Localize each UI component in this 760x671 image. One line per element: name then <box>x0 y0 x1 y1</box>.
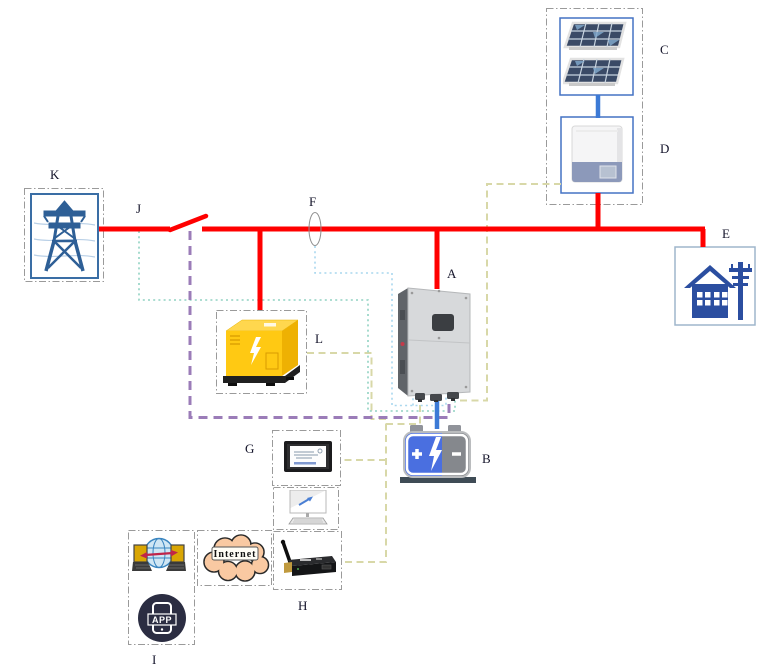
computer-outline-box <box>273 487 339 530</box>
comm-line-pv-inverter <box>457 183 561 402</box>
comm-line-inverter-stub <box>386 399 421 425</box>
label-pv-array: C <box>660 42 669 57</box>
grid-outline-box <box>24 188 104 282</box>
label-load: E <box>722 226 730 241</box>
label-data-logger: H <box>298 598 308 613</box>
label-pv-inverter: D <box>660 141 670 156</box>
lightning-bolt-icon <box>429 437 442 471</box>
generator-outline-box <box>216 310 307 394</box>
label-diesel-generator: L <box>315 331 323 346</box>
label-ct-sensor: F <box>309 194 317 209</box>
hmi-display-icon <box>284 441 332 472</box>
grid-tower-icon <box>34 200 95 272</box>
label-remote-monitoring: I <box>152 652 157 667</box>
internet-label: Internet <box>214 549 257 560</box>
monitoring-outline-box <box>128 530 195 645</box>
load-house-icon <box>684 262 752 320</box>
label-grid: K <box>50 167 60 182</box>
app-icon: APP <box>138 594 186 642</box>
pv-outline-box <box>546 8 643 205</box>
grid-signal-line <box>138 231 456 412</box>
lightning-bolt-icon <box>250 337 261 365</box>
generator-icon <box>223 319 300 386</box>
dc-power-lines <box>434 95 601 429</box>
laptop-keyboard-right <box>166 562 186 571</box>
label-hybrid-inverter: A <box>447 266 457 281</box>
panel-bottom <box>563 57 625 86</box>
battery-icon <box>400 425 476 483</box>
logger-outline-box <box>273 531 342 590</box>
label-hmi-display: G <box>245 441 255 456</box>
screen-content <box>294 448 323 459</box>
display-outline-box <box>272 430 341 486</box>
label-grid-switch: J <box>136 201 142 216</box>
outline-boxes <box>24 8 643 645</box>
antenna <box>281 540 292 564</box>
laptop-keyboard-left <box>132 562 152 571</box>
comm-lines <box>307 183 561 563</box>
transfer-arrow <box>144 551 174 557</box>
house-and-pole <box>684 262 752 320</box>
hybrid-inverter-icon <box>398 287 471 402</box>
app-label: APP <box>152 615 172 625</box>
screws <box>410 289 468 393</box>
switch-blade <box>167 213 209 233</box>
inverter-connectors <box>415 392 459 402</box>
pv-inverter-icon <box>571 125 623 183</box>
windows <box>697 292 728 306</box>
internet-outline-box <box>197 530 272 586</box>
internet-cloud-icon: Internet <box>203 534 270 582</box>
computer-icon <box>288 490 328 525</box>
plus-symbol <box>412 449 422 459</box>
ct-ellipse <box>308 212 322 246</box>
data-logger-icon <box>280 539 336 576</box>
solar-panel-icon <box>563 21 627 86</box>
arrow-icon <box>307 496 313 502</box>
label-battery: B <box>482 451 491 466</box>
panel-top <box>563 21 627 50</box>
ac-power-lines <box>99 193 706 310</box>
generator-control-line <box>188 231 451 419</box>
remote-monitoring-icon <box>132 537 186 571</box>
